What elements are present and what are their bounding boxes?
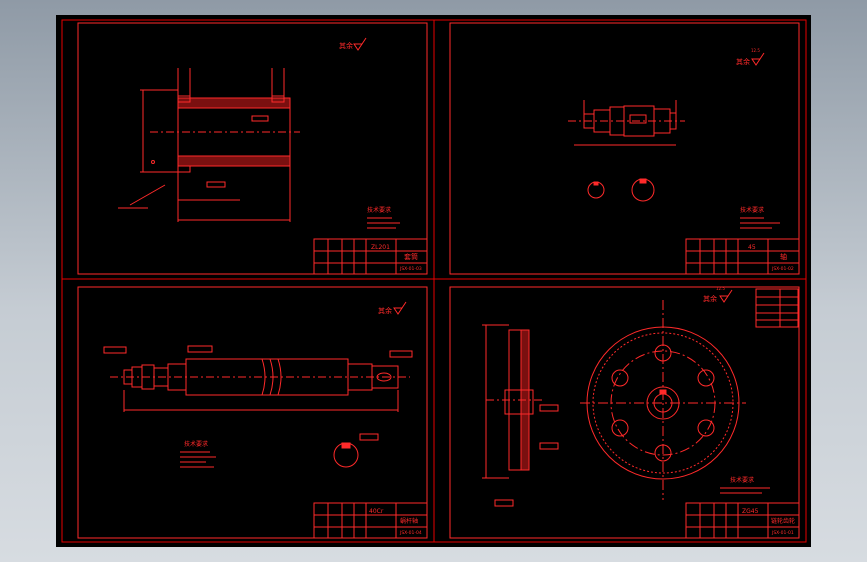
sheet-border bbox=[449, 22, 800, 275]
shaft-section-views bbox=[587, 178, 655, 202]
roughness-symbol: 其余 12.5 bbox=[703, 286, 733, 303]
title-block: 45 轴 JSX-01-02 bbox=[685, 238, 800, 275]
title-part-name: 轴 bbox=[780, 252, 787, 261]
technical-requirements: 技术要求 bbox=[740, 206, 780, 229]
title-material: 40Cr bbox=[369, 508, 384, 515]
roughness-symbol: 其余 bbox=[339, 37, 367, 51]
roughness-label: 其余 bbox=[378, 306, 392, 315]
technical-requirements: 技术要求 bbox=[720, 476, 770, 494]
title-block: ZG45 链轮齿轮 JSX-01-01 bbox=[685, 502, 800, 539]
tech-req-title: 技术要求 bbox=[367, 206, 391, 214]
title-material: ZL201 bbox=[371, 244, 390, 251]
roughness-symbol: 其余 12.5 bbox=[736, 48, 765, 66]
title-part-name: 套筒 bbox=[404, 252, 418, 261]
roughness-label: 其余 bbox=[339, 41, 353, 50]
roughness-symbol: 其余 bbox=[378, 301, 407, 315]
sheet-top-right: 其余 12.5 bbox=[449, 22, 800, 275]
roughness-label: 其余 bbox=[703, 294, 717, 303]
title-part-name: 蜗杆轴 bbox=[400, 517, 418, 525]
tech-req-title: 技术要求 bbox=[184, 440, 208, 448]
technical-requirements: 技术要求 bbox=[367, 206, 400, 229]
sheet-border bbox=[77, 22, 428, 275]
title-drawing-no: JSX-01-01 bbox=[771, 530, 794, 536]
sprocket-front-view bbox=[580, 300, 746, 500]
sleeve-body bbox=[118, 68, 300, 222]
title-drawing-no: JSX-01-02 bbox=[771, 266, 794, 272]
sheet-top-left: 其余 bbox=[77, 22, 428, 275]
roughness-value: 12.5 bbox=[751, 48, 760, 53]
roughness-value: 12.5 bbox=[716, 286, 725, 291]
sheet-border bbox=[77, 286, 428, 539]
worm-shaft-section-view bbox=[333, 433, 379, 468]
sheet-bottom-left: 其余 bbox=[77, 286, 428, 539]
title-part-name: 链轮齿轮 bbox=[771, 517, 795, 525]
title-material: 45 bbox=[748, 244, 756, 251]
title-drawing-no: JSX-01-04 bbox=[399, 530, 422, 536]
title-drawing-no: JSX-01-03 bbox=[399, 266, 422, 272]
roughness-label: 其余 bbox=[736, 57, 750, 66]
title-material: ZG45 bbox=[742, 508, 759, 515]
shaft-view bbox=[568, 100, 685, 146]
technical-requirements: 技术要求 bbox=[180, 440, 216, 468]
sheet-bottom-right: 其余 12.5 bbox=[449, 286, 800, 539]
gear-parameter-table bbox=[755, 288, 799, 328]
tech-req-title: 技术要求 bbox=[730, 476, 754, 484]
worm-shaft-view bbox=[103, 345, 413, 412]
tech-req-title: 技术要求 bbox=[740, 206, 764, 214]
sprocket-side-section bbox=[482, 324, 559, 507]
sheet-border bbox=[449, 286, 800, 539]
title-block: ZL201 套筒 JSX-01-03 bbox=[313, 238, 428, 275]
title-block: 40Cr 蜗杆轴 JSX-01-04 bbox=[313, 502, 428, 539]
